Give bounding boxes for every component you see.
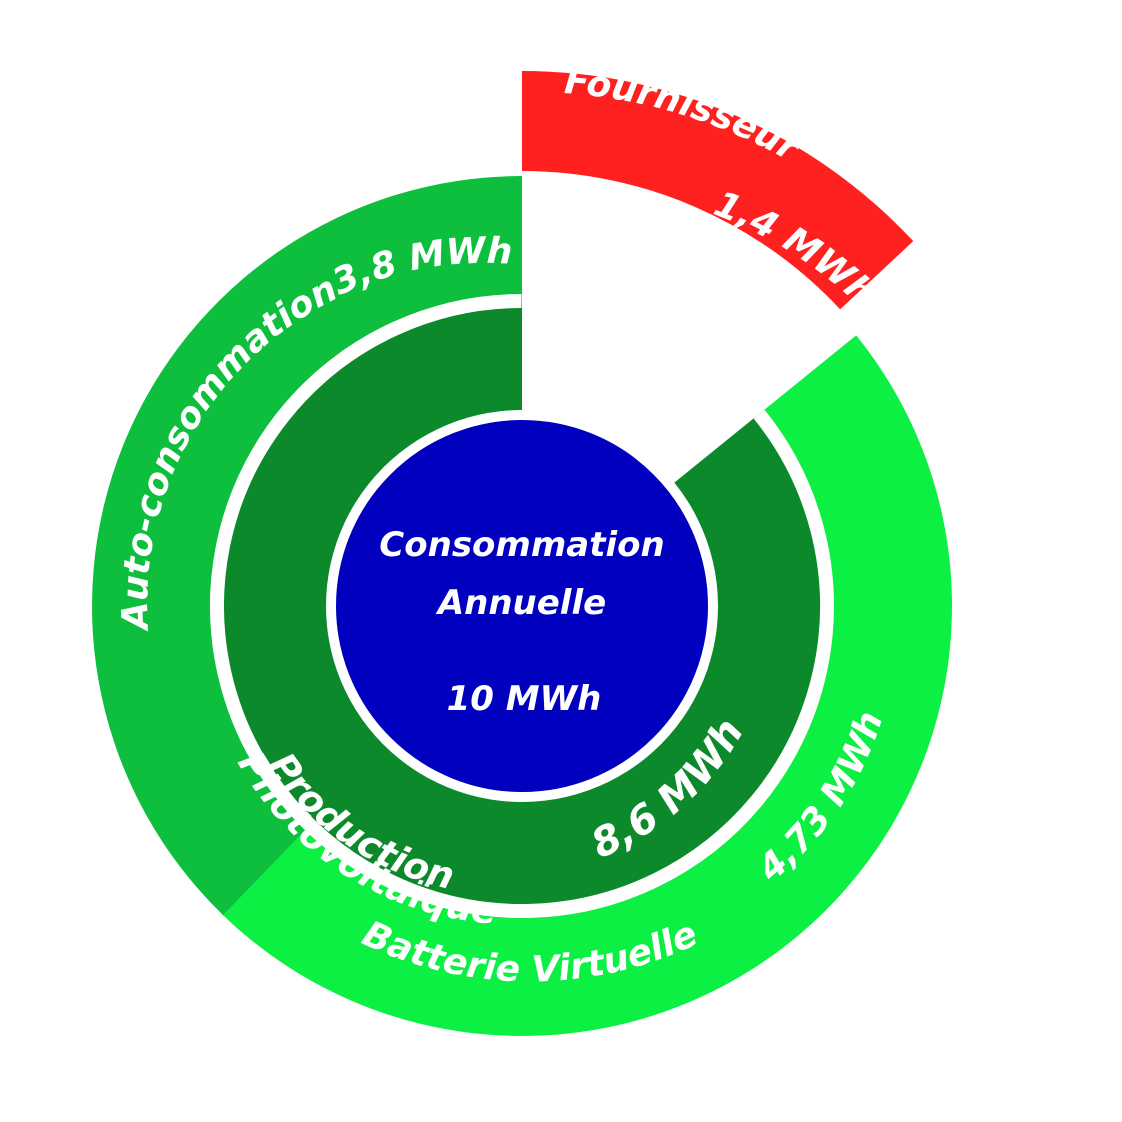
center-value: 10 MWh [447,679,602,719]
center-title-line1: Consommation [379,525,664,565]
production-segment [217,301,828,911]
batterie-virtuelle-segment [223,335,953,1036]
auto-consommation-segment [92,176,523,916]
center-title-line2: Annuelle [435,583,606,623]
center-circle [328,412,716,800]
ring-separator [210,294,834,918]
fournisseur-segment [522,71,914,310]
